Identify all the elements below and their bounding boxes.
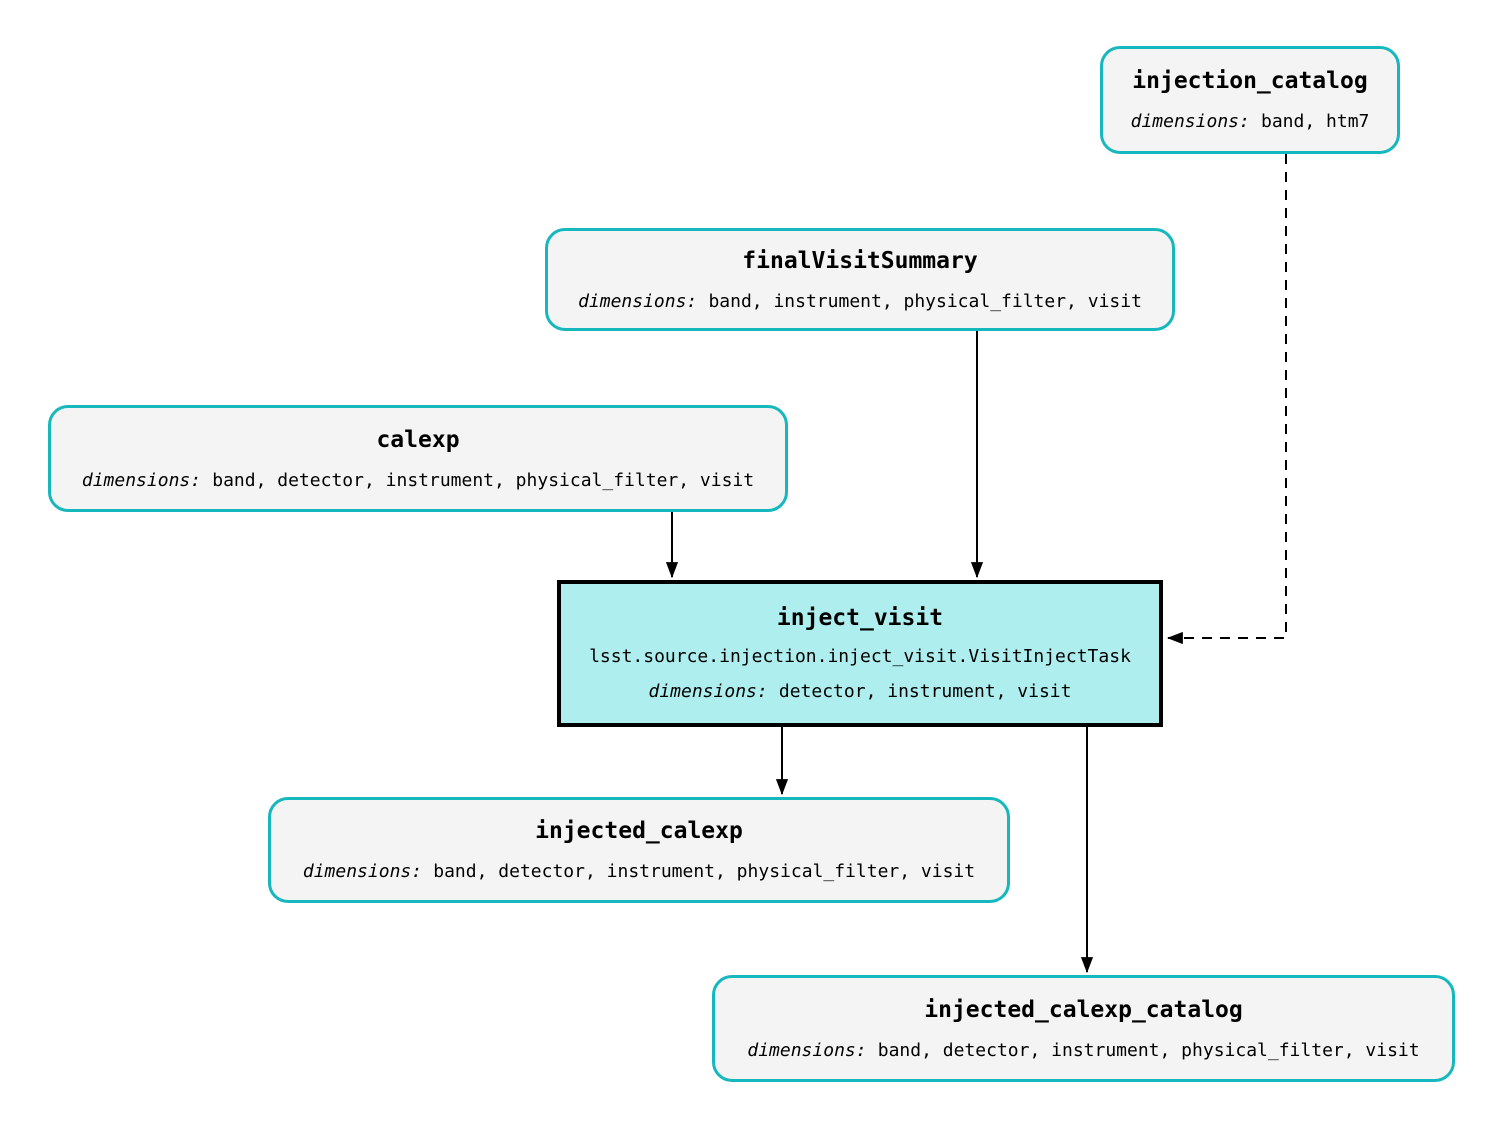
dimensions-label: dimensions: — [648, 681, 768, 702]
dimensions-value: band, htm7 — [1261, 111, 1370, 132]
dimensions-label: dimensions: — [578, 290, 698, 312]
node-dimensions: dimensions: band, detector, instrument, p… — [303, 861, 975, 882]
node-inject-visit-task: inject_visit lsst.source.injection.injec… — [557, 580, 1163, 727]
node-finalvisitsummary: finalVisitSummary dimensions: band, instr… — [545, 228, 1175, 331]
node-injection-catalog: injection_catalog dimensions: band, htm7 — [1100, 46, 1400, 154]
node-dimensions: dimensions: band, htm7 — [1131, 111, 1370, 132]
node-title: injected_calexp_catalog — [924, 996, 1243, 1023]
dimensions-value: band, detector, instrument, physical_fil… — [877, 1039, 1420, 1061]
node-title: finalVisitSummary — [742, 247, 978, 274]
dimensions-label: dimensions: — [747, 1039, 867, 1061]
node-title: injected_calexp — [535, 818, 743, 844]
node-dimensions: dimensions: detector, instrument, visit — [649, 681, 1072, 702]
node-injected-calexp: injected_calexp dimensions: band, detecto… — [268, 797, 1010, 903]
node-title: inject_visit — [776, 605, 944, 631]
edge-injection-catalog-to-inject-visit — [1166, 154, 1287, 645]
dimensions-label: dimensions: — [302, 861, 423, 882]
task-class-path: lsst.source.injection.inject_visit.Visit… — [589, 646, 1131, 667]
node-title: injection_catalog — [1132, 68, 1368, 94]
node-dimensions: dimensions: band, detector, instrument, p… — [747, 1040, 1419, 1061]
dimensions-label: dimensions: — [81, 469, 202, 491]
node-injected-calexp-catalog: injected_calexp_catalog dimensions: band,… — [712, 975, 1455, 1082]
dimensions-label: dimensions: — [1130, 111, 1250, 132]
dimensions-value: band, detector, instrument, physical_fil… — [212, 469, 755, 491]
node-dimensions: dimensions: band, detector, instrument, p… — [82, 470, 754, 491]
dimensions-value: band, detector, instrument, physical_fil… — [433, 861, 976, 882]
dimensions-value: band, instrument, physical_filter, visit — [708, 290, 1142, 312]
node-dimensions: dimensions: band, instrument, physical_fi… — [578, 291, 1142, 312]
dimensions-value: detector, instrument, visit — [778, 681, 1072, 702]
node-calexp: calexp dimensions: band, detector, instru… — [48, 405, 788, 512]
node-title: calexp — [376, 426, 460, 453]
